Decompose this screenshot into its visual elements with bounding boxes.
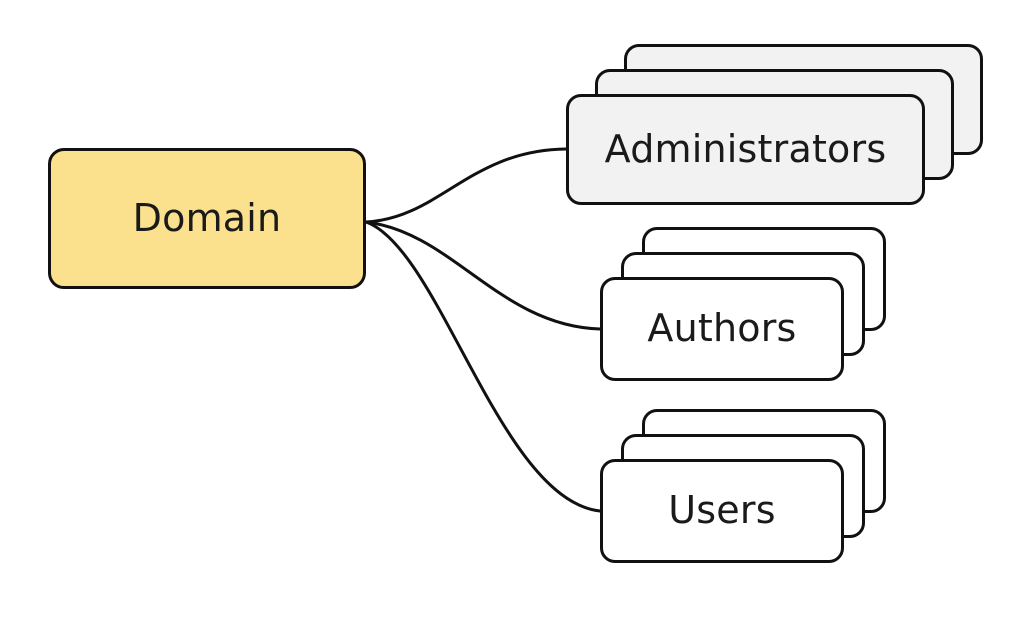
node-group-authors[interactable]: Authors bbox=[600, 227, 900, 387]
connector-domain-to-authors bbox=[364, 220, 602, 331]
node-group-users[interactable]: Users bbox=[600, 409, 900, 569]
node-group-administrators[interactable]: Administrators bbox=[566, 44, 986, 214]
connector-domain-to-administrators bbox=[364, 147, 568, 224]
connector-domain-to-users bbox=[364, 220, 602, 513]
group-card-front[interactable]: Authors bbox=[600, 277, 844, 381]
group-card-front[interactable]: Users bbox=[600, 459, 844, 563]
group-card-front[interactable]: Administrators bbox=[566, 94, 925, 205]
node-group-administrators-label: Administrators bbox=[604, 126, 887, 171]
node-group-authors-label: Authors bbox=[647, 306, 797, 351]
node-domain-label: Domain bbox=[132, 195, 282, 240]
node-domain[interactable]: Domain bbox=[48, 148, 366, 289]
node-group-users-label: Users bbox=[668, 488, 776, 533]
